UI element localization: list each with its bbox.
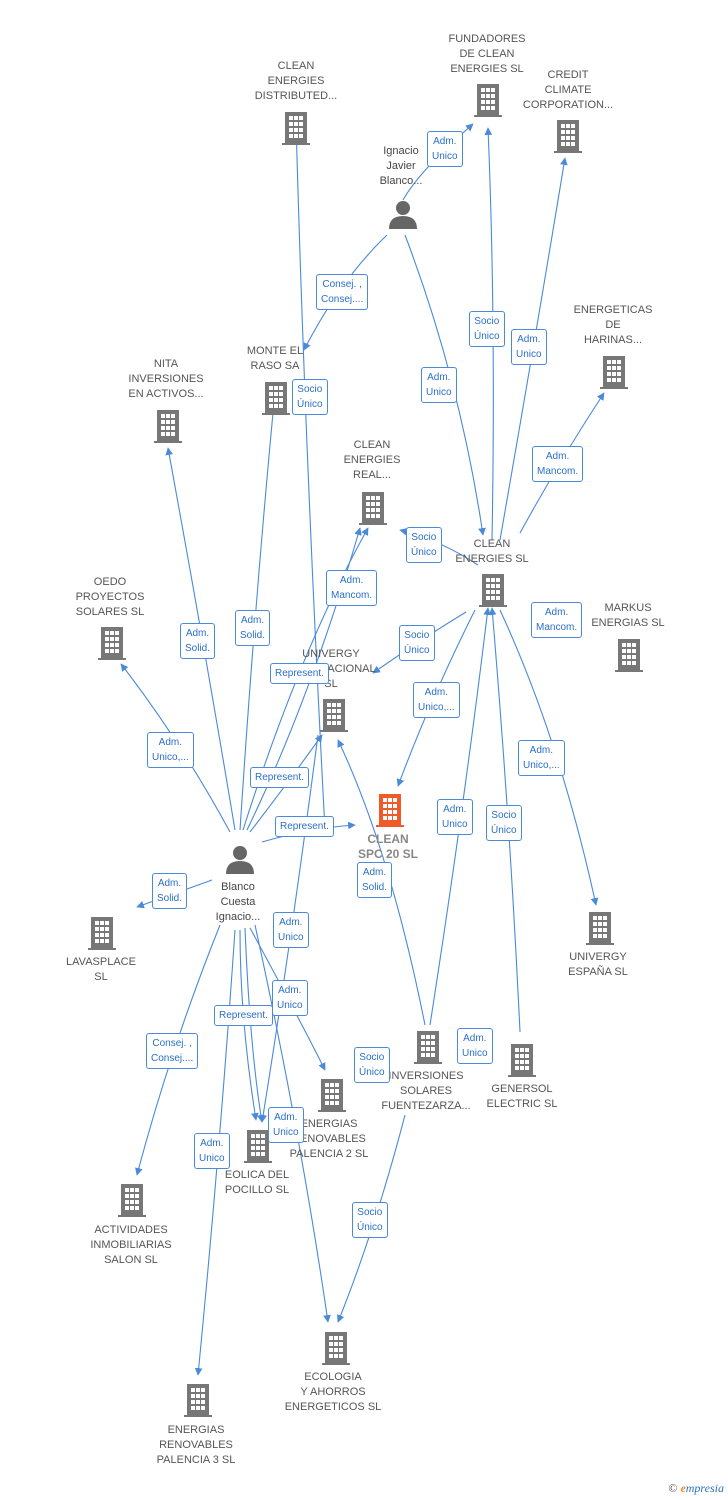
- building-icon: [474, 84, 502, 117]
- edge-label[interactable]: Adm. Unico: [421, 367, 457, 403]
- building-icon: [282, 112, 310, 145]
- copyright-symbol: ©: [668, 1481, 678, 1495]
- building-icon: [262, 382, 290, 415]
- node-label-energias-palencia2[interactable]: ENERGIAS RENOVABLES PALENCIA 2 SL: [289, 1118, 369, 1160]
- building-icon: [98, 627, 126, 660]
- brand-name: mpresia: [685, 1481, 724, 1495]
- node-label-genersol[interactable]: GENERSOL ELECTRIC SL: [486, 1083, 558, 1110]
- edge-label[interactable]: Adm. Solid.: [235, 610, 271, 646]
- edge-label[interactable]: Represent.: [275, 816, 334, 837]
- edge-label[interactable]: Socio Único: [406, 527, 442, 563]
- building-icon: [600, 356, 628, 389]
- person-icon: [226, 846, 254, 874]
- edge-label[interactable]: Represent.: [214, 1005, 273, 1026]
- person-icon: [389, 201, 417, 229]
- node-label-eolica-pocillo[interactable]: EOLICA DEL POCILLO SL: [224, 1169, 290, 1196]
- node-label-inversiones-fuentezarza[interactable]: INVERSIONES SOLARES FUENTEZARZA...: [381, 1070, 471, 1112]
- node-label-credit-climate[interactable]: CREDIT CLIMATE CORPORATION...: [522, 69, 614, 111]
- edge-label[interactable]: Adm. Solid.: [357, 862, 393, 898]
- edge-label[interactable]: Adm. Unico: [273, 912, 309, 948]
- edge-label[interactable]: Adm. Unico: [272, 980, 308, 1016]
- building-icon: [359, 492, 387, 525]
- edge-label[interactable]: Adm. Unico: [194, 1133, 230, 1169]
- edge-label[interactable]: Adm. Unico: [437, 799, 473, 835]
- node-label-fundadores[interactable]: FUNDADORES DE CLEAN ENERGIES SL: [448, 33, 526, 75]
- edge-label[interactable]: Adm. Unico,...: [518, 740, 565, 776]
- edge-label[interactable]: Socio Único: [292, 379, 328, 415]
- building-icon: [88, 917, 116, 950]
- node-label-clean-spc[interactable]: CLEAN SPC 20 SL: [357, 832, 419, 861]
- edge-label[interactable]: Adm. Unico: [511, 329, 547, 365]
- edge-label[interactable]: Adm. Unico,...: [413, 682, 460, 718]
- node-label-ignacio-blanco[interactable]: Ignacio Javier Blanco...: [379, 145, 423, 187]
- building-icon: [318, 1079, 346, 1112]
- edge-label[interactable]: Adm. Mancom.: [531, 602, 583, 638]
- building-icon: [154, 410, 182, 443]
- building-icon: [615, 639, 643, 672]
- building-icon: [118, 1184, 146, 1217]
- edge-label[interactable]: Adm. Unico: [268, 1107, 304, 1143]
- building-icon: [508, 1044, 536, 1077]
- edge-label[interactable]: Adm. Solid.: [180, 623, 216, 659]
- building-icon: [320, 699, 348, 732]
- edge-label[interactable]: Represent.: [270, 663, 329, 684]
- node-label-univergy-espana[interactable]: UNIVERGY ESPAÑA SL: [568, 951, 628, 978]
- edge-label[interactable]: Adm. Unico: [427, 131, 463, 167]
- building-highlight-icon: [376, 794, 404, 827]
- node-label-markus[interactable]: MARKUS ENERGIAS SL: [591, 602, 665, 629]
- node-label-ecologia-ahorros[interactable]: ECOLOGIA Y AHORROS ENERGETICOS SL: [284, 1371, 382, 1413]
- node-label-energeticas-harinas[interactable]: ENERGETICAS DE HARINAS...: [573, 304, 653, 346]
- node-label-monte-el-raso[interactable]: MONTE EL RASO SA: [246, 345, 304, 372]
- footer-brand: © empresia: [668, 1481, 724, 1496]
- node-label-actividades-salon[interactable]: ACTIVIDADES INMOBILIARIAS SALON SL: [90, 1224, 172, 1266]
- edge-label[interactable]: Adm. Mancom.: [326, 570, 378, 606]
- edge-label[interactable]: Socio Único: [354, 1047, 390, 1083]
- building-icon: [479, 574, 507, 607]
- node-label-oedo[interactable]: OEDO PROYECTOS SOLARES SL: [75, 576, 145, 618]
- node-label-energias-palencia3[interactable]: ENERGIAS RENOVABLES PALENCIA 3 SL: [156, 1424, 236, 1466]
- building-icon: [586, 912, 614, 945]
- edge-label[interactable]: Socio Único: [399, 625, 435, 661]
- node-label-clean-energies-sl[interactable]: CLEAN ENERGIES SL: [455, 538, 529, 565]
- edge-label[interactable]: Adm. Unico: [457, 1028, 493, 1064]
- edge-label[interactable]: Adm. Solid.: [152, 873, 188, 909]
- node-label-nita[interactable]: NITA INVERSIONES EN ACTIVOS...: [128, 358, 204, 400]
- edge-label[interactable]: Represent.: [250, 767, 309, 788]
- edge: [244, 927, 265, 1123]
- node-label-lavasplace[interactable]: LAVASPLACE SL: [66, 956, 136, 983]
- node-label-clean-energies-distributed[interactable]: CLEAN ENERGIES DISTRIBUTED...: [254, 60, 338, 102]
- building-icon: [322, 1332, 350, 1365]
- edge-label[interactable]: Consej. , Consej....: [146, 1033, 199, 1069]
- edge-label[interactable]: Socio Único: [352, 1202, 388, 1238]
- edge-label[interactable]: Adm. Mancom.: [532, 446, 584, 482]
- edge-label[interactable]: Consej. , Consej....: [316, 274, 369, 310]
- building-icon: [554, 120, 582, 153]
- node-label-clean-energies-real[interactable]: CLEAN ENERGIES REAL...: [343, 439, 401, 481]
- brand-initial: e: [680, 1481, 686, 1495]
- edge: [292, 121, 326, 831]
- building-icon: [184, 1384, 212, 1417]
- edge-label[interactable]: Adm. Unico,...: [147, 732, 194, 768]
- node-label-blanco-cuesta[interactable]: Blanco Cuesta Ignacio...: [215, 881, 261, 923]
- edge-label[interactable]: Socio Único: [469, 311, 505, 347]
- edge: [239, 391, 279, 831]
- edge-label[interactable]: Socio Único: [486, 805, 522, 841]
- building-icon: [414, 1031, 442, 1064]
